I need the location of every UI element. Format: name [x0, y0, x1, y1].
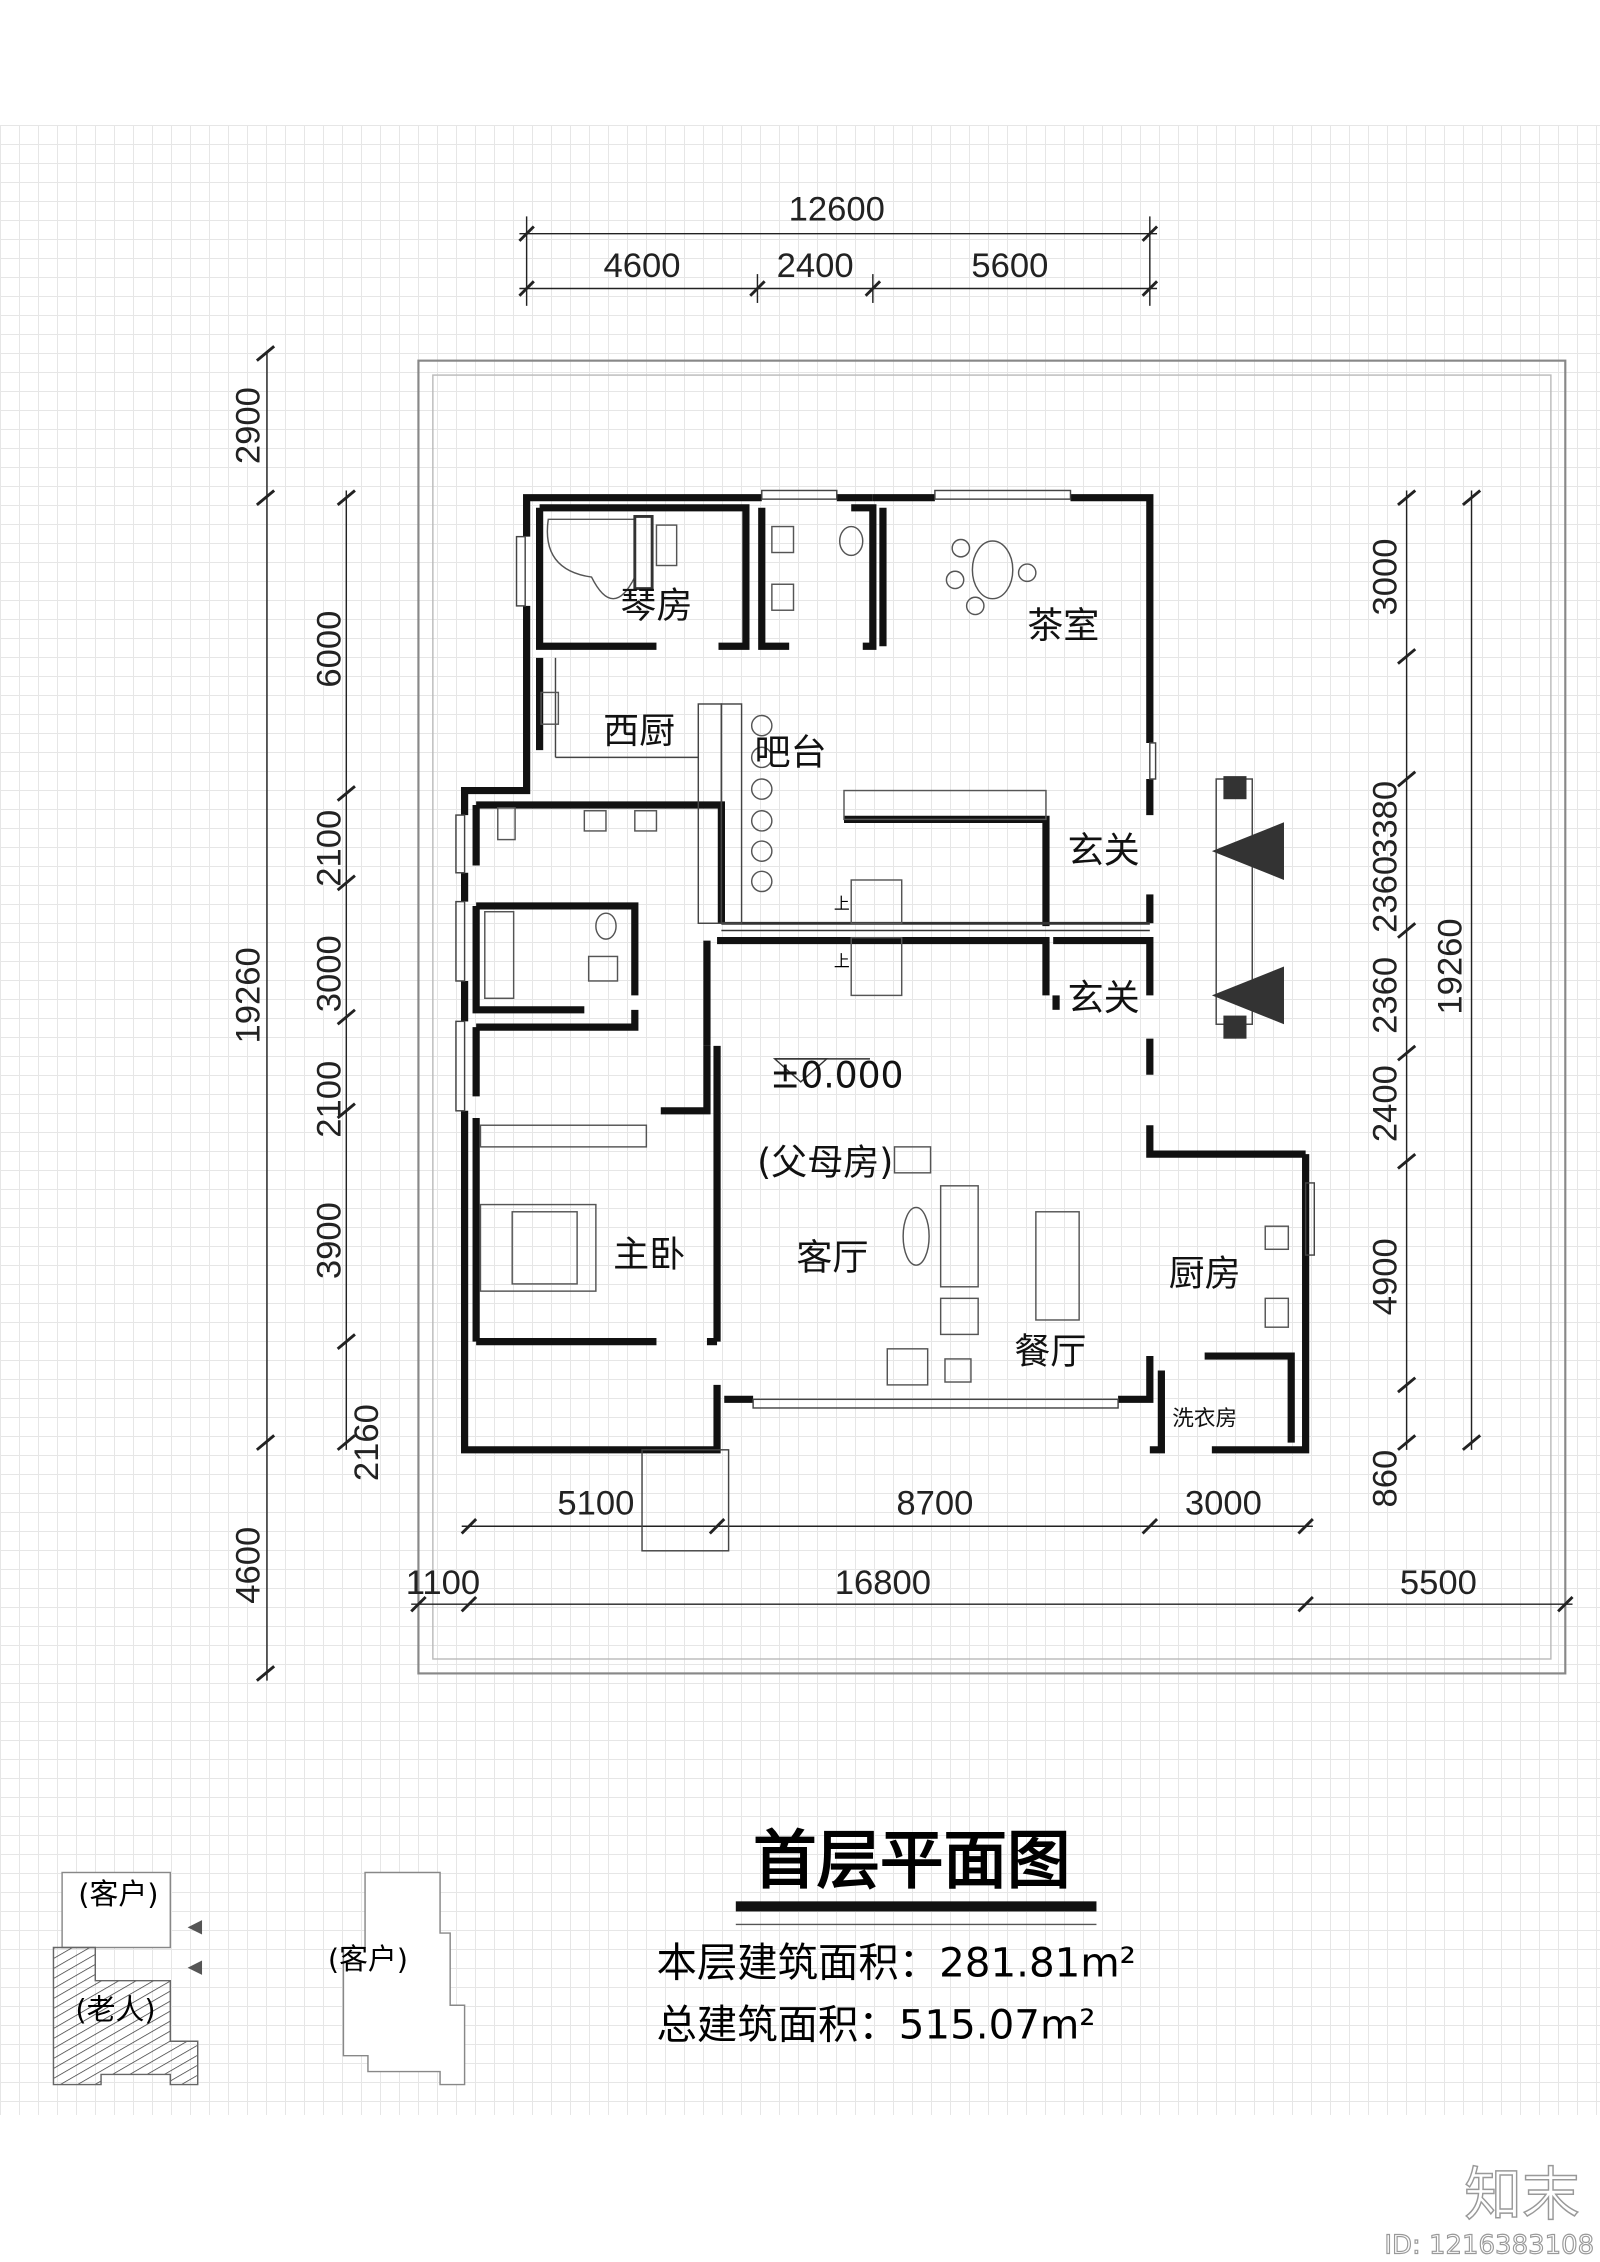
- dim-left-outer-3: 4600: [230, 1527, 268, 1604]
- watermark-id: ID: 1216383108: [1384, 2230, 1594, 2260]
- site-boundary: [417, 359, 1567, 1675]
- entrance-arrow-2: [1211, 966, 1284, 1025]
- watermark-brand: 知末: [1464, 2160, 1579, 2228]
- key-plan-left-upper-label: (客户): [78, 1877, 158, 1911]
- walls: [460, 494, 1310, 1454]
- bottom-dimensions: [410, 1518, 1574, 1613]
- room-bar: 吧台: [755, 732, 827, 774]
- stair-2: [850, 936, 903, 997]
- dim-bottom-inner-3: 3000: [1185, 1485, 1262, 1523]
- piano-icon: [546, 518, 636, 600]
- room-western-kitchen: 西厨: [603, 710, 675, 752]
- room-entrance-2: 玄关: [1068, 977, 1140, 1019]
- stair-1: [850, 879, 903, 924]
- dim-left-outer-2: 19260: [230, 947, 268, 1043]
- dim-right-inner-2: 3380: [1367, 781, 1405, 858]
- coffee-table-icon: [902, 1206, 930, 1266]
- dim-right-inner-6: 4900: [1367, 1238, 1405, 1315]
- key-plan-right-label: (客户): [328, 1942, 408, 1976]
- dining-table-icon: [1035, 1211, 1080, 1321]
- dim-left-inner-6: 2160: [348, 1404, 386, 1481]
- dim-left-outer-1: 2900: [230, 387, 268, 464]
- dim-left-inner-1: 6000: [311, 611, 349, 688]
- right-dimensions: [1397, 489, 1482, 1451]
- site-boundary-inner: [432, 374, 1552, 1660]
- key-plan-right: (客户): [328, 1871, 466, 2086]
- toilet-icon: [838, 525, 864, 557]
- room-piano: 琴房: [620, 584, 692, 626]
- dim-bottom-outer-2: 16800: [835, 1564, 931, 1602]
- key-plan-left-lower-label: (老人): [75, 1993, 155, 2027]
- dim-right-inner-1: 3000: [1367, 539, 1405, 616]
- dim-right-outer: 19260: [1431, 918, 1469, 1014]
- entrance-arrow-1: [1211, 822, 1284, 880]
- stair-up-label-1: 上: [834, 894, 850, 913]
- room-parents: (父母房): [757, 1141, 893, 1183]
- windows-and-details: [455, 489, 1316, 1552]
- dim-left-inner-3: 3000: [311, 935, 349, 1012]
- dim-bottom-inner-2: 8700: [896, 1485, 973, 1523]
- dim-bottom-outer-3: 5500: [1400, 1564, 1477, 1602]
- dim-top-1: 4600: [604, 247, 681, 285]
- drawing-title: 首层平面图: [753, 1824, 1070, 1898]
- sofa-icon: [939, 1185, 979, 1288]
- dim-right-inner-7: 860: [1367, 1450, 1405, 1508]
- dim-top-2: 2400: [777, 247, 854, 285]
- sink-icon: [540, 691, 560, 725]
- bathtub-icon: [484, 911, 515, 1000]
- total-area: 总建筑面积：515.07m²: [656, 2001, 1095, 2048]
- room-living: 客厅: [796, 1236, 868, 1278]
- dim-left-inner-5: 3900: [311, 1202, 349, 1279]
- bed-icon: [479, 1203, 597, 1292]
- dim-left-inner-4: 2100: [311, 1061, 349, 1138]
- elevation-label: ±0.000: [770, 1055, 903, 1097]
- stair-up-label-2: 上: [834, 952, 850, 971]
- dim-right-inner-5: 2400: [1367, 1065, 1405, 1142]
- top-dimensions: [518, 216, 1159, 306]
- room-dining: 餐厅: [1014, 1330, 1086, 1372]
- room-tea: 茶室: [1027, 605, 1099, 647]
- dim-top-total: 12600: [789, 191, 885, 229]
- title-underline: [735, 1901, 1097, 1912]
- dim-bottom-inner-1: 5100: [557, 1485, 634, 1523]
- room-master-bedroom: 主卧: [613, 1234, 685, 1276]
- room-entrance-1: 玄关: [1068, 830, 1140, 872]
- dim-right-inner-3: 2360: [1367, 856, 1405, 933]
- elevation-marker: [772, 1058, 829, 1083]
- left-dimensions: [255, 345, 356, 1682]
- dim-left-inner-2: 2100: [311, 810, 349, 887]
- key-plan-left: (客户) (老人): [52, 1871, 203, 2086]
- dim-top-3: 5600: [971, 247, 1048, 285]
- room-kitchen: 厨房: [1169, 1252, 1241, 1294]
- room-laundry: 洗衣房: [1172, 1406, 1237, 1431]
- floor-area: 本层建筑面积：281.81m²: [656, 1939, 1135, 1986]
- dim-bottom-outer-1: 1100: [406, 1564, 480, 1602]
- furniture: [479, 515, 1290, 1386]
- dim-right-inner-4: 2360: [1367, 957, 1405, 1034]
- tea-table-icon: [971, 540, 1014, 600]
